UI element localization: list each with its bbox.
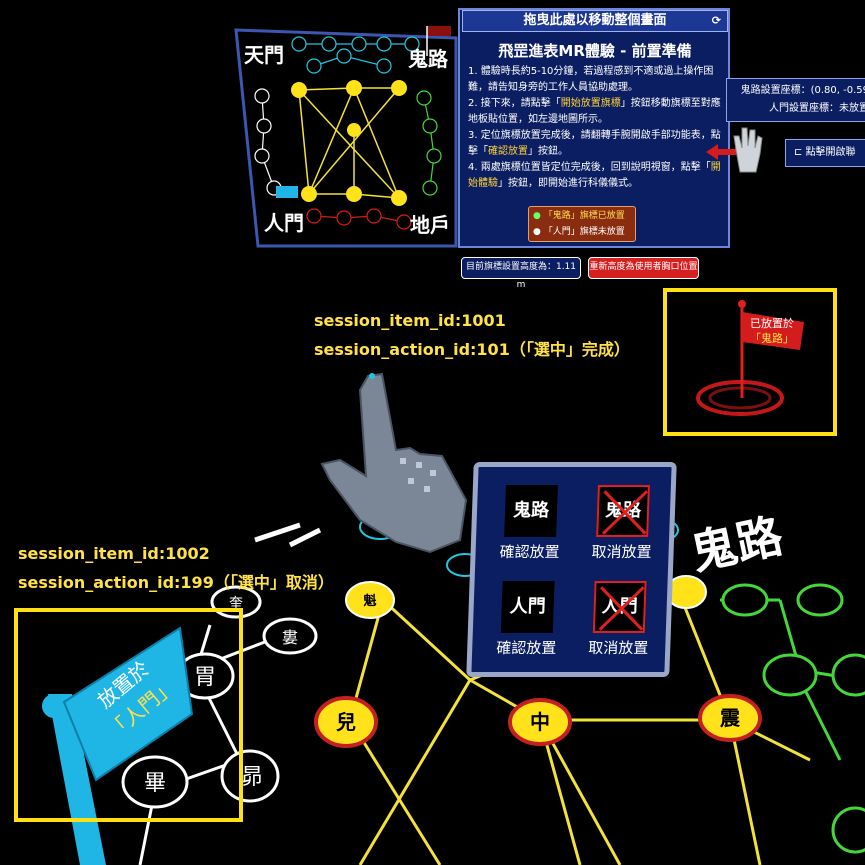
placed-ghost-road-flag: 已放置於 「鬼路」 [696, 300, 804, 416]
floor-glyph-stroke [254, 522, 322, 548]
floor-node-label: 畢 [144, 771, 166, 796]
floor-node [762, 653, 818, 697]
step-3: 3. 定位旗標放置完成後，請翻轉手腕開啟手部功能表，點擊「確認放置」按鈕。 [468, 130, 721, 157]
floor-node [796, 583, 844, 617]
unplaced-human-gate-flag[interactable]: 放置於 「人門」 [34, 624, 214, 865]
reset-height-button[interactable]: 重新高度為使用者胸口位置 [588, 257, 699, 279]
user-hand-model [320, 372, 468, 554]
floor-yellow-nodes [314, 575, 762, 748]
map-label-ren-men: 人門 [264, 211, 304, 235]
placed-flag-line2: 「鬼路」 [750, 331, 794, 345]
floor-node-label: 震 [720, 706, 741, 730]
map-label-di-hu: 地戶 [410, 213, 450, 237]
annotation-action-id: session_action_id:101（「選中」完成） [314, 340, 630, 359]
confirm-ghost-road-button[interactable]: 鬼路 確認放置 [483, 485, 578, 562]
floor-node [721, 583, 769, 617]
placed-flag-line1: 已放置於 [750, 316, 794, 330]
map-label-tian-men: 天門 [244, 43, 284, 67]
status-ghost-road: ● 「鬼路」旗標已放置 [533, 211, 625, 221]
floor-node [831, 653, 865, 697]
ghost-road-icon: 鬼路 [504, 485, 558, 537]
arrow-left-icon [706, 144, 736, 160]
menu-icon: ⊏ [794, 147, 806, 158]
floor-node [345, 581, 395, 619]
human-gate-coordinates: 人門設置座標：未放置 [769, 103, 865, 114]
highlight-frame-unplaced [14, 608, 243, 822]
cancel-label: 取消放置 [591, 543, 652, 561]
hand-action-menu: 鬼路 確認放置 鬼路 取消放置 人門 確認放置 人門 取消放置 [466, 462, 677, 677]
cancel-human-gate-button[interactable]: 人門 取消放置 [572, 581, 667, 658]
annotation-item-1002: session_item_id:1002 session_action_id:1… [18, 539, 334, 597]
confirm-human-gate-button[interactable]: 人門 確認放置 [480, 581, 575, 658]
ghost-road-cancel-icon: 鬼路 [596, 485, 650, 537]
floor-node [508, 698, 572, 746]
floor-node-label: 昴 [241, 765, 263, 790]
map-red-flag-marker [427, 26, 451, 36]
floor-white-nodes [121, 585, 318, 809]
confirm-label: 確認放置 [495, 639, 557, 657]
floor-node-label: 魁 [363, 593, 376, 609]
annotation-item-id: session_item_id:1001 [314, 311, 506, 330]
mini-star-map: 天門 鬼路 人門 地戶 [234, 26, 458, 248]
floor-node [831, 806, 865, 854]
annotation-action-id: session_action_id:199（「選中」取消） [18, 573, 334, 592]
human-gate-cancel-icon: 人門 [592, 581, 647, 633]
map-blue-flag-marker [276, 186, 298, 198]
step-4: 4. 兩處旗標位置皆定位完成後，回到說明視窗，點擊「開始體驗」按鈕，即開始進行科… [468, 162, 721, 189]
floor-node [698, 694, 762, 742]
human-gate-icon: 人門 [500, 581, 555, 633]
open-menu-label: 點擊開啟聯 [805, 147, 856, 158]
instruction-steps: 1. 體驗時長約5-10分鐘，若過程感到不適或過上操作困難，請告知身旁的工作人員… [468, 64, 724, 192]
floor-node-label: 婁 [282, 628, 298, 647]
ghost-road-coordinates: 鬼路設置座標：(0.80, -0.59 [740, 85, 865, 96]
flag-height-readout: 目前旗標設置高度為：1.11 m [461, 257, 581, 290]
floor-node [314, 696, 378, 748]
floor-green-nodes [721, 583, 865, 854]
cancel-label: 取消放置 [587, 639, 649, 657]
floor-node [121, 755, 189, 809]
floor-node-label: 胃 [194, 665, 216, 690]
cancel-ghost-road-button[interactable]: 鬼路 取消放置 [575, 485, 670, 562]
step-1: 1. 體驗時長約5-10分鐘，若過程感到不適或過上操作困難，請告知身旁的工作人員… [468, 66, 714, 93]
coordinates-panel: 鬼路設置座標：(0.80, -0.59 人門設置座標：未放置 [726, 78, 865, 122]
open-menu-button[interactable]: ⊏ 點擊開啟聯 [785, 139, 865, 167]
flag-status-box: ● 「鬼路」旗標已放置 ● 「人門」旗標未放置 [528, 206, 636, 242]
reset-view-icon[interactable]: ⟳ [711, 14, 721, 27]
annotation-item-id: session_item_id:1002 [18, 544, 210, 563]
map-label-gui-lu: 鬼路 [408, 47, 449, 71]
status-human-gate: ● 「人門」旗標未放置 [533, 227, 625, 237]
highlight-frame-placed [663, 288, 837, 436]
annotation-item-1001: session_item_id:1001 session_action_id:1… [314, 306, 630, 364]
floor-node [220, 749, 280, 803]
step-2: 2. 接下來，請點擊「開始放置旗標」按鈕移動旗標至對應地板貼位置，如左邊地圖所示… [468, 98, 721, 125]
floor-node-label: 中 [530, 710, 550, 734]
drag-handle-label: 拖曳此處以移動整個畫面 [523, 13, 667, 28]
confirm-label: 確認放置 [499, 543, 560, 561]
floor-node-label: 兒 [336, 710, 356, 734]
hand-pointer-icon [733, 127, 763, 173]
floor-ghost-road-glyph: 鬼路 [686, 508, 788, 580]
instruction-title: 飛罡進表MR體驗 - 前置準備 [498, 42, 692, 60]
panel-drag-handle[interactable]: 拖曳此處以移動整個畫面 ⟳ [462, 10, 728, 32]
floor-node [262, 617, 318, 655]
